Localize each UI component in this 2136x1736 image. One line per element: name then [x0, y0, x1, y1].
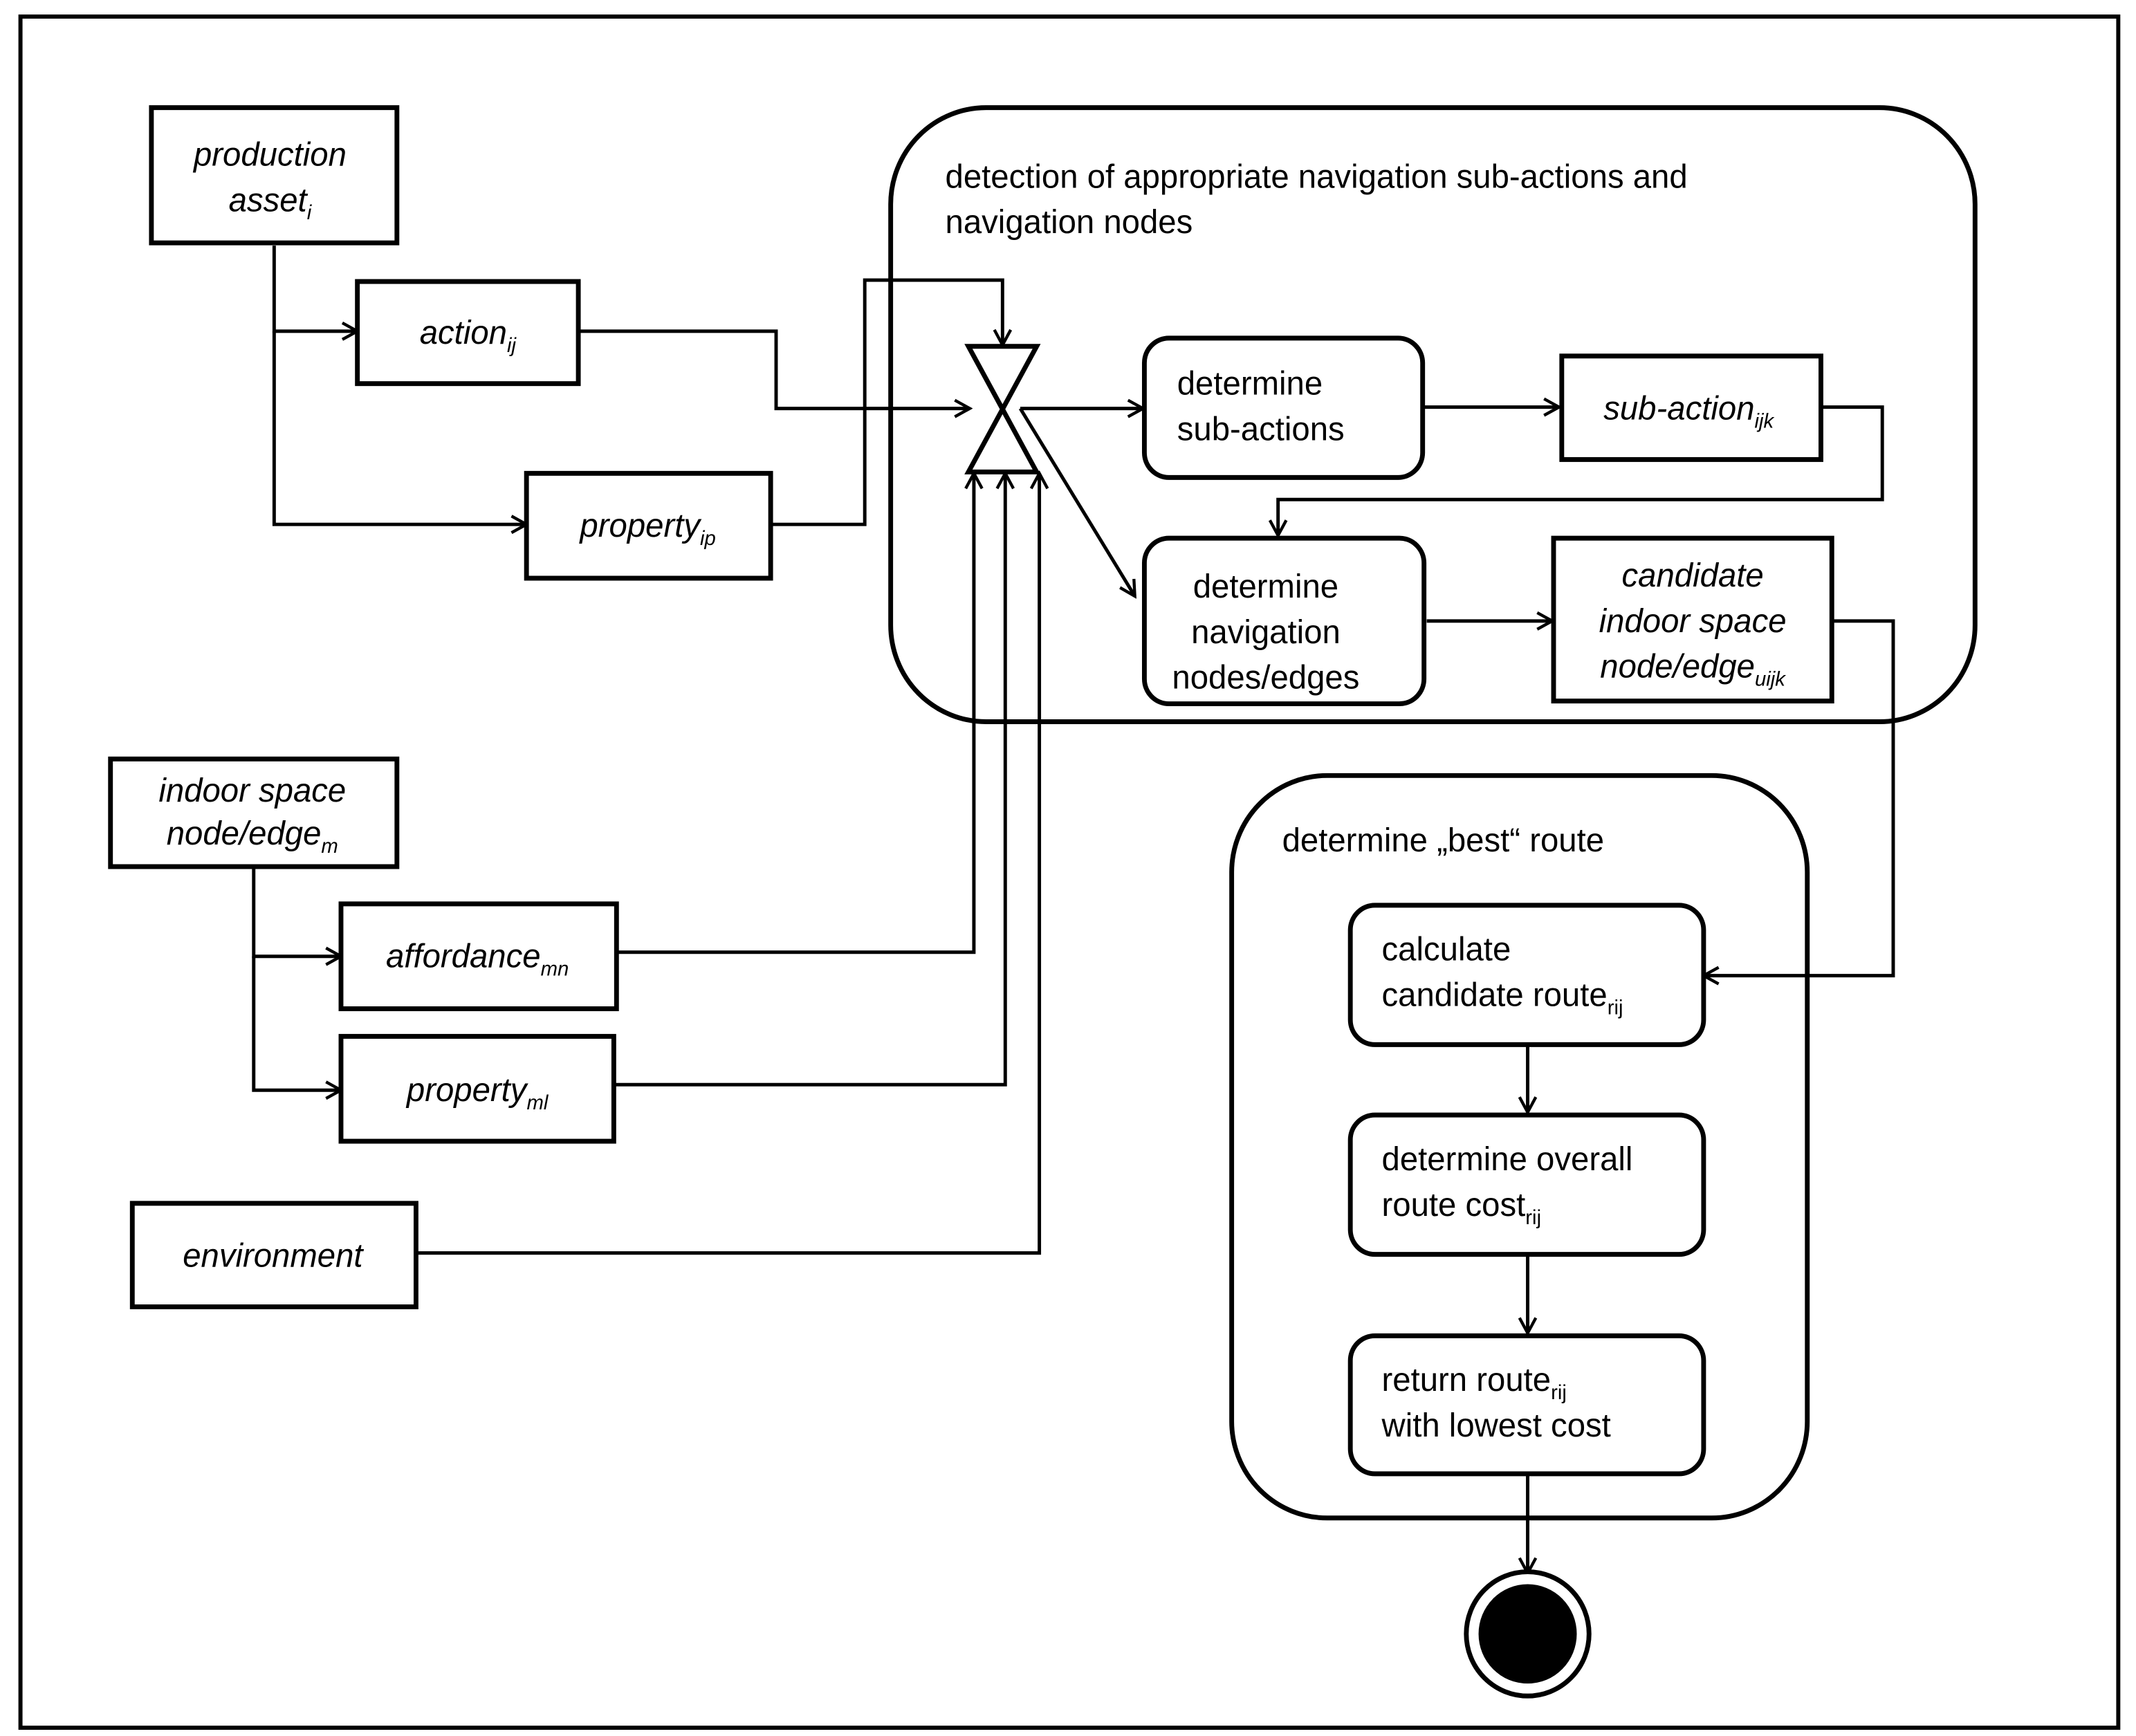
determine-nav-nodes-line2: navigation	[1191, 614, 1341, 651]
property-ip-node: propertyip	[524, 470, 773, 581]
svg-text:navigation: navigation	[1191, 614, 1341, 651]
edge-property-ml-to-join	[614, 473, 1005, 1087]
affordance-sub: mn	[541, 957, 569, 980]
join-node	[964, 344, 1041, 474]
overall-cost-sub: rij	[1525, 1206, 1541, 1229]
calculate-sub: rij	[1608, 996, 1623, 1019]
edge-indoor-to-property-ml	[252, 956, 341, 1091]
candidate-line2: indoor space	[1599, 603, 1787, 640]
sub-action-sub: ijk	[1755, 409, 1775, 432]
candidate-sub: uijk	[1755, 667, 1786, 690]
property-ml-sub: ml	[526, 1091, 549, 1114]
svg-text:node/edgem: node/edgem	[167, 815, 338, 858]
production-asset-line2: asset	[229, 182, 309, 219]
svg-text:propertyip: propertyip	[578, 508, 715, 550]
environment-label: environment	[183, 1237, 364, 1274]
svg-text:nodes/edges: nodes/edges	[1172, 659, 1359, 696]
edge-sub-action-to-nav-nodes	[1278, 405, 1884, 536]
return-route-node: return routerij with lowest cost	[1347, 1333, 1706, 1477]
production-asset-line1: production	[192, 136, 347, 173]
sub-action-node: sub-actionijk	[1559, 353, 1823, 462]
edge-affordance-to-join	[616, 473, 974, 954]
edge-candidate-to-calculate	[1704, 619, 1895, 976]
final-node-dot	[1478, 1584, 1577, 1684]
determine-nav-nodes-line3: nodes/edges	[1172, 659, 1359, 696]
edge-indoor-to-affordance	[252, 867, 341, 957]
svg-text:indoor space: indoor space	[1599, 603, 1787, 640]
return-route-sub: rij	[1551, 1381, 1567, 1404]
svg-text:determine overall: determine overall	[1382, 1141, 1633, 1178]
svg-text:candidate routerij: candidate routerij	[1382, 977, 1623, 1019]
determine-nav-nodes-node: determine navigation nodes/edges	[1141, 535, 1427, 707]
detection-title-line2: navigation nodes	[946, 204, 1193, 241]
action-label: action	[420, 315, 507, 351]
svg-text:route costrij: route costrij	[1382, 1187, 1542, 1229]
overall-cost-node: determine overall route costrij	[1347, 1112, 1706, 1257]
svg-text:calculate: calculate	[1382, 931, 1511, 968]
svg-text:sub-actions: sub-actions	[1177, 411, 1345, 447]
affordance-label: affordance	[386, 938, 541, 975]
candidate-node: candidate indoor space node/edgeuijk	[1551, 535, 1834, 704]
svg-text:navigation nodes: navigation nodes	[946, 204, 1193, 241]
edge-join-to-nav-nodes	[1018, 407, 1135, 596]
indoor-space-node: indoor space node/edgem	[108, 756, 400, 869]
detection-title-line1: detection of appropriate navigation sub-…	[946, 158, 1688, 195]
svg-text:determine: determine	[1193, 569, 1338, 605]
svg-text:with lowest cost: with lowest cost	[1381, 1407, 1611, 1444]
environment-node: environment	[129, 1201, 418, 1309]
svg-text:detection of appropriate navig: detection of appropriate navigation sub-…	[946, 158, 1688, 195]
determine-nav-nodes-line1: determine	[1193, 569, 1338, 605]
candidate-line1: candidate	[1622, 557, 1764, 594]
svg-text:determine: determine	[1177, 365, 1323, 402]
indoor-space-line2: node/edge	[167, 815, 322, 852]
svg-text:indoor space: indoor space	[158, 773, 346, 809]
calculate-line1: calculate	[1382, 931, 1511, 968]
route-title: determine „best“ route	[1282, 822, 1604, 859]
action-sub: ij	[507, 334, 517, 357]
connectors	[252, 246, 1895, 1573]
indoor-space-line1: indoor space	[158, 773, 346, 809]
overall-cost-line1: determine overall	[1382, 1141, 1633, 1178]
edge-asset-to-property-ip	[272, 331, 526, 524]
property-ml-label: property	[405, 1072, 529, 1109]
edge-asset-to-action	[272, 246, 357, 331]
svg-text:node/edgeuijk: node/edgeuijk	[1600, 648, 1786, 690]
svg-text:determine „best“ route: determine „best“ route	[1282, 822, 1604, 859]
production-asset-node: production asseti	[149, 105, 400, 246]
action-node: actionij	[355, 279, 581, 387]
property-ip-label: property	[578, 508, 702, 544]
affordance-node: affordancemn	[338, 901, 619, 1012]
calculate-line2: candidate route	[1382, 977, 1608, 1013]
production-asset-sub: i	[307, 201, 313, 224]
diagram-frame	[18, 14, 2121, 1730]
edge-action-to-join	[578, 329, 970, 409]
svg-text:sub-actionijk: sub-actionijk	[1603, 390, 1774, 432]
return-route-line2: with lowest cost	[1381, 1407, 1611, 1444]
determine-sub-actions-node: determine sub-actions	[1141, 335, 1426, 480]
determine-sub-actions-line1: determine	[1177, 365, 1323, 402]
svg-text:environment: environment	[183, 1237, 364, 1274]
svg-text:asseti: asseti	[229, 182, 313, 224]
indoor-space-sub: m	[321, 835, 338, 858]
svg-text:affordancemn: affordancemn	[386, 938, 569, 980]
svg-text:production: production	[192, 136, 347, 173]
overall-cost-line2: route cost	[1382, 1187, 1526, 1223]
sub-action-label: sub-action	[1603, 390, 1754, 427]
svg-text:candidate: candidate	[1622, 557, 1764, 594]
determine-sub-actions-line2: sub-actions	[1177, 411, 1345, 447]
return-route-line1: return route	[1382, 1362, 1552, 1398]
svg-text:return routerij: return routerij	[1382, 1362, 1567, 1404]
svg-text:actionij: actionij	[420, 315, 517, 357]
svg-text:propertyml: propertyml	[405, 1072, 549, 1114]
candidate-line3: node/edge	[1600, 648, 1755, 685]
route-region	[1229, 773, 1810, 1521]
detection-region	[888, 105, 1978, 724]
property-ip-sub: ip	[700, 527, 716, 550]
property-ml-node: propertyml	[338, 1033, 616, 1144]
edge-property-ip-to-join	[771, 278, 1002, 526]
calculate-route-node: calculate candidate routerij	[1347, 903, 1706, 1047]
edge-environment-to-join	[416, 473, 1039, 1255]
